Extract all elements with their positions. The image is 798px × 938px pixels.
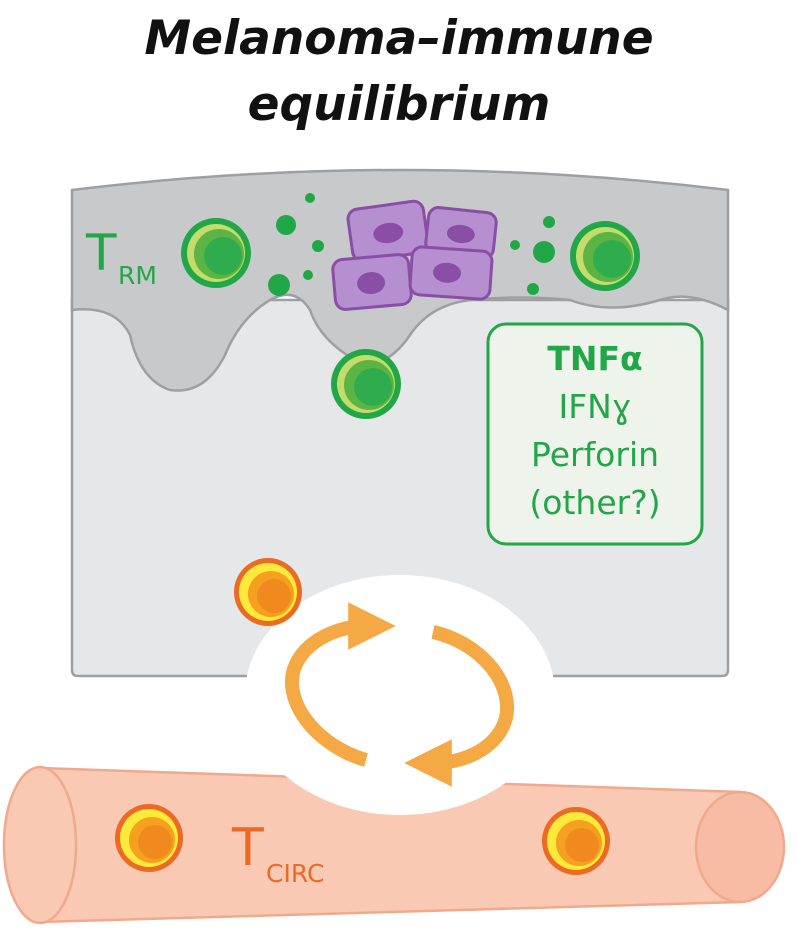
tcirc-label: T CIRC <box>231 818 324 888</box>
title-line-1: Melanoma–immune <box>144 11 654 66</box>
svg-text:T: T <box>231 818 264 878</box>
trm-label: T RM <box>85 224 157 290</box>
recirculation-arrows <box>284 602 515 787</box>
vessel-right-end <box>694 790 786 904</box>
cytokine-tnfa: TNFα <box>547 339 642 378</box>
cytokine-granules <box>268 193 555 296</box>
melanoma-cell <box>408 245 494 301</box>
arrow-top <box>284 602 396 767</box>
svg-text:T: T <box>85 224 117 282</box>
cytokine-box: TNFα IFNɣ Perforin (other?) <box>486 322 704 546</box>
vessel-left-end <box>2 765 78 925</box>
trm-cell <box>570 221 640 291</box>
melanoma-cell <box>331 253 413 311</box>
cytokine-perforin: Perforin <box>531 435 659 474</box>
melanoma-nucleus <box>357 272 386 295</box>
blood-vessel <box>2 765 786 925</box>
trm-cell <box>181 218 251 288</box>
melanoma-cluster <box>331 199 498 311</box>
svg-text:CIRC: CIRC <box>266 859 324 888</box>
arrow-bottom <box>404 625 515 787</box>
tcirc-cell <box>115 804 183 872</box>
melanoma-nucleus <box>433 262 461 283</box>
title-line-2: equilibrium <box>247 77 551 132</box>
melanoma-nucleus <box>446 224 475 244</box>
trm-cell <box>331 349 401 419</box>
diagram-title: Melanoma–immune equilibrium <box>0 6 798 138</box>
tcirc-cell <box>234 558 302 626</box>
tcirc-cell <box>542 807 610 875</box>
svg-text:RM: RM <box>118 261 157 290</box>
cytokine-other: (other?) <box>529 483 660 522</box>
cytokine-ifng: IFNɣ <box>558 387 631 426</box>
melanoma-nucleus <box>373 222 404 244</box>
